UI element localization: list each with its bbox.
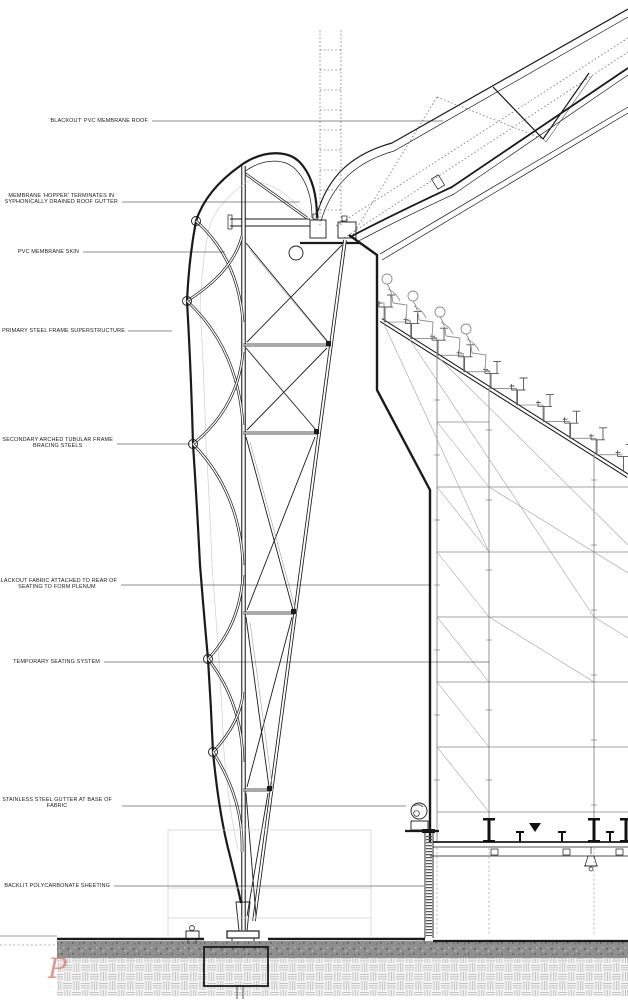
callout-text: MEMBRANE 'HOPPER' TERMINATES IN: [8, 193, 115, 199]
primary-truss-tower: [226, 166, 347, 946]
callout-text: 'BLACKOUT' PVC MEMBRANE ROOF: [49, 118, 148, 124]
callout-backlit-polycarbonate: BACKLIT POLYCARBONATE SHEETING: [4, 883, 110, 889]
roof-truss: [239, 8, 628, 261]
callout-text: TEMPORARY SEATING SYSTEM: [13, 659, 100, 665]
callout-text: FABRIC: [46, 803, 68, 810]
scaffolding: [383, 323, 628, 936]
polycarbonate-wall: [422, 829, 455, 947]
callout-temporary-seating-system: TEMPORARY SEATING SYSTEM: [13, 659, 100, 665]
callout-text: BRACING STEELS: [33, 443, 83, 450]
callout-primary-steel-frame: PRIMARY STEEL FRAME SUPERSTRUCTURE: [2, 328, 125, 334]
bracing-arcs: [182, 216, 245, 853]
callout-stainless-steel-gutter: STAINLESS STEEL GUTTER AT BASE OF FABRIC: [2, 797, 112, 809]
callout-membrane-hopper: MEMBRANE 'HOPPER' TERMINATES IN SYPHONIC…: [5, 193, 118, 205]
callout-text: SEATING TO FORM PLENUM: [18, 584, 96, 591]
blackout-fabric: [348, 234, 432, 842]
callout-text: BLACKOUT FABRIC ATTACHED TO REAR OF: [0, 578, 117, 584]
base-gutter: [405, 802, 439, 833]
callout-text: PRIMARY STEEL FRAME SUPERSTRUCTURE: [2, 328, 125, 334]
callout-pvc-membrane-skin: PVC MEMBRANE SKIN: [18, 249, 79, 255]
callout-blackout-pvc-membrane-roof: 'BLACKOUT' PVC MEMBRANE ROOF: [49, 118, 148, 124]
red-stamp-fragment: P: [48, 952, 67, 985]
callout-text: BACKLIT POLYCARBONATE SHEETING: [4, 883, 110, 889]
foundation-pad: [185, 925, 269, 999]
gutter-node: [227, 170, 360, 261]
callout-text: STAINLESS STEEL GUTTER AT BASE OF: [2, 797, 112, 803]
leader-lines: [83, 120, 489, 887]
callout-blackout-fabric-plenum: BLACKOUT FABRIC ATTACHED TO REAR OF SEAT…: [0, 578, 117, 590]
callout-text: SYPHONICALLY DRAINED ROOF GUTTER: [4, 199, 118, 206]
callout-secondary-arched-frame: SECONDARY ARCHED TUBULAR FRAME BRACING S…: [2, 437, 113, 449]
callout-text: PVC MEMBRANE SKIN: [17, 249, 79, 255]
callout-text: SECONDARY ARCHED TUBULAR FRAME: [2, 437, 113, 443]
seating-tiers: [376, 294, 628, 478]
hidden-volume-lines: [167, 829, 372, 936]
ground: [0, 935, 628, 996]
deck: [430, 818, 628, 872]
